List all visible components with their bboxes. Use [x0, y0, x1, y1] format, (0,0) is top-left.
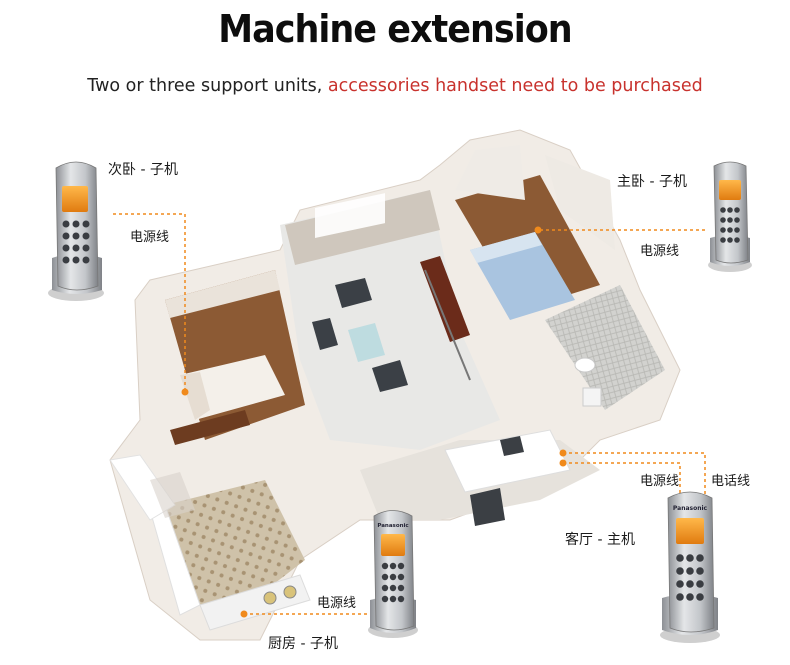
subtitle-highlight: accessories handset need to be purchased	[327, 76, 703, 96]
kitchen-floor	[165, 480, 305, 610]
living-room-label: 客厅 - 主机	[565, 532, 635, 548]
brand-text-kitchen: Panasonic	[377, 523, 408, 529]
living-room-cable-label: 电源线	[640, 474, 680, 489]
second-bedroom-cable-line	[113, 213, 186, 390]
bathroom-floor	[545, 285, 665, 410]
living-room-phone-line-label: 电话线	[711, 474, 751, 489]
handset-kitchen: Panasonic	[368, 510, 418, 638]
second-bedroom-cable-label: 电源线	[130, 230, 170, 245]
second-bedroom-label: 次卧 - 子机	[108, 162, 178, 178]
connector-lines	[113, 213, 706, 615]
living-room-phone-line	[563, 462, 681, 498]
connector-dots	[181, 226, 567, 618]
page-title: Machine extension	[218, 8, 572, 52]
master-bedroom-label: 主卧 - 子机	[617, 174, 687, 190]
subtitle-plain: Two or three support units,	[87, 76, 323, 96]
kitchen-cable-label: 电源线	[317, 596, 357, 611]
handset-second-bedroom	[48, 161, 104, 301]
handset-master-bedroom	[708, 161, 752, 272]
brand-text-living: Panasonic	[673, 505, 708, 512]
handset-living-room-base: Panasonic	[660, 491, 720, 643]
apartment-floor-plan	[109, 129, 681, 641]
master-bedroom-cable-label: 电源线	[640, 244, 680, 259]
kitchen-label: 厨房 - 子机	[268, 636, 338, 652]
page-subtitle: Two or three support units, accessories …	[0, 76, 790, 96]
